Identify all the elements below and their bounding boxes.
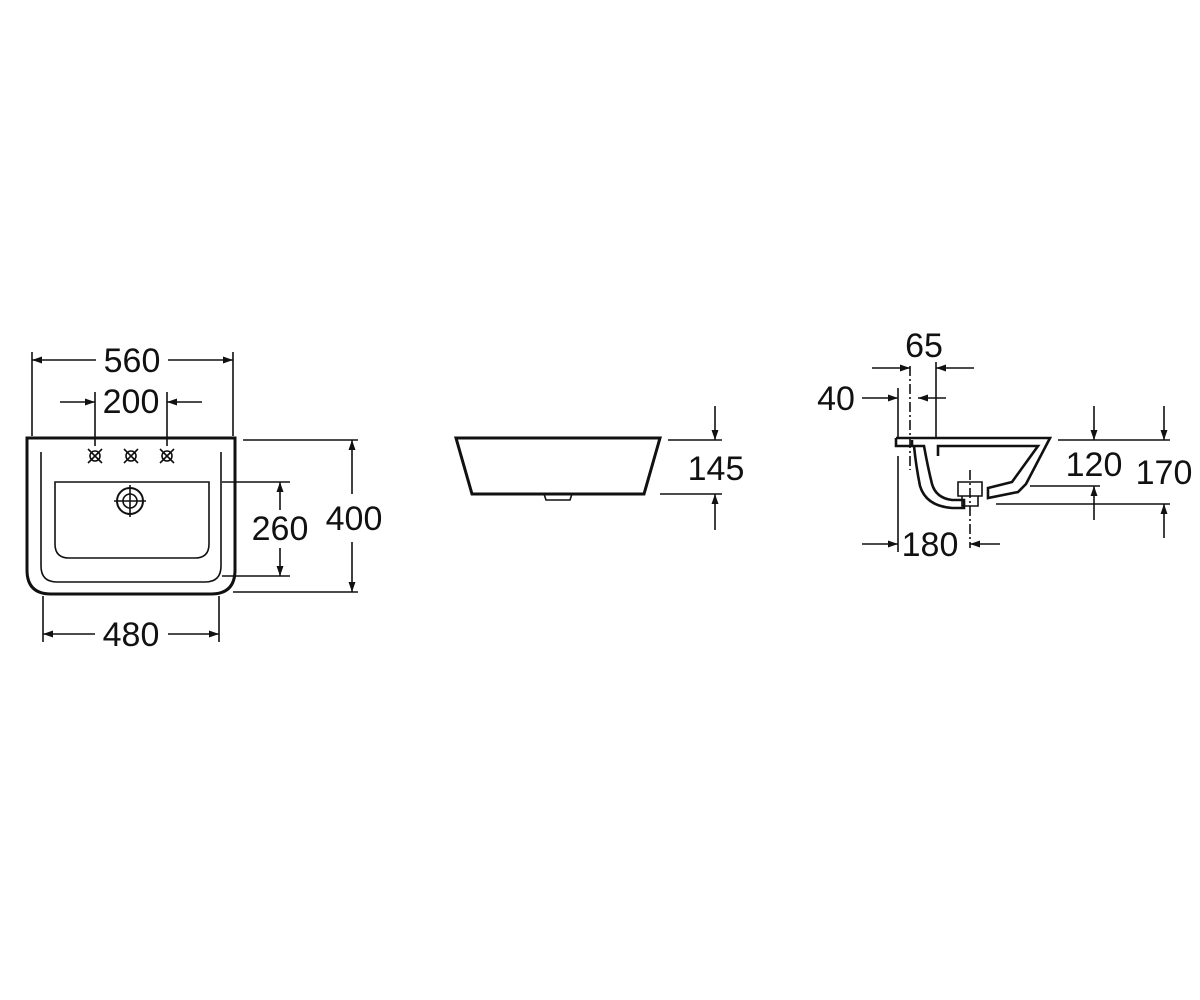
basin-side-bowl-section: [912, 444, 966, 510]
dim-line-40: [862, 388, 946, 438]
side-view: [862, 362, 1170, 552]
dim-label-120: 120: [1066, 446, 1123, 484]
top-view: [25, 352, 358, 642]
front-view: [454, 406, 722, 530]
dim-label-200: 200: [103, 383, 160, 421]
basin-bowl-outline: [54, 481, 210, 559]
basin-side-tap-deck: [894, 438, 914, 448]
dim-label-260: 260: [252, 510, 309, 548]
dim-line-180: [862, 456, 1000, 552]
dim-line-65: [872, 362, 974, 438]
dim-label-40: 40: [817, 380, 855, 418]
dim-label-65: 65: [905, 327, 943, 365]
dim-line-480: [42, 596, 220, 642]
basin-front-outline: [454, 436, 662, 496]
basin-front-waste: [543, 493, 573, 501]
dim-line-560: [31, 352, 234, 436]
dim-line-200: [60, 392, 202, 446]
dim-line-400: [233, 439, 358, 593]
basin-side-rim: [896, 436, 1053, 500]
dim-line-260: [222, 481, 290, 577]
tap-hole-icon: [123, 448, 139, 464]
tap-hole-icon: [159, 448, 175, 464]
tap-hole-icon: [87, 448, 103, 464]
basin-inner-rim: [40, 452, 222, 583]
dim-label-560: 560: [104, 342, 161, 380]
dim-label-170: 170: [1136, 454, 1193, 492]
dim-label-400: 400: [326, 500, 383, 538]
dim-line-170: [996, 406, 1170, 538]
drain-icon: [114, 485, 146, 517]
dim-line-145: [660, 406, 722, 530]
dim-label-145: 145: [688, 450, 745, 488]
dim-label-480: 480: [103, 616, 160, 654]
dim-line-120: [1030, 406, 1170, 520]
dim-label-180: 180: [902, 526, 959, 564]
